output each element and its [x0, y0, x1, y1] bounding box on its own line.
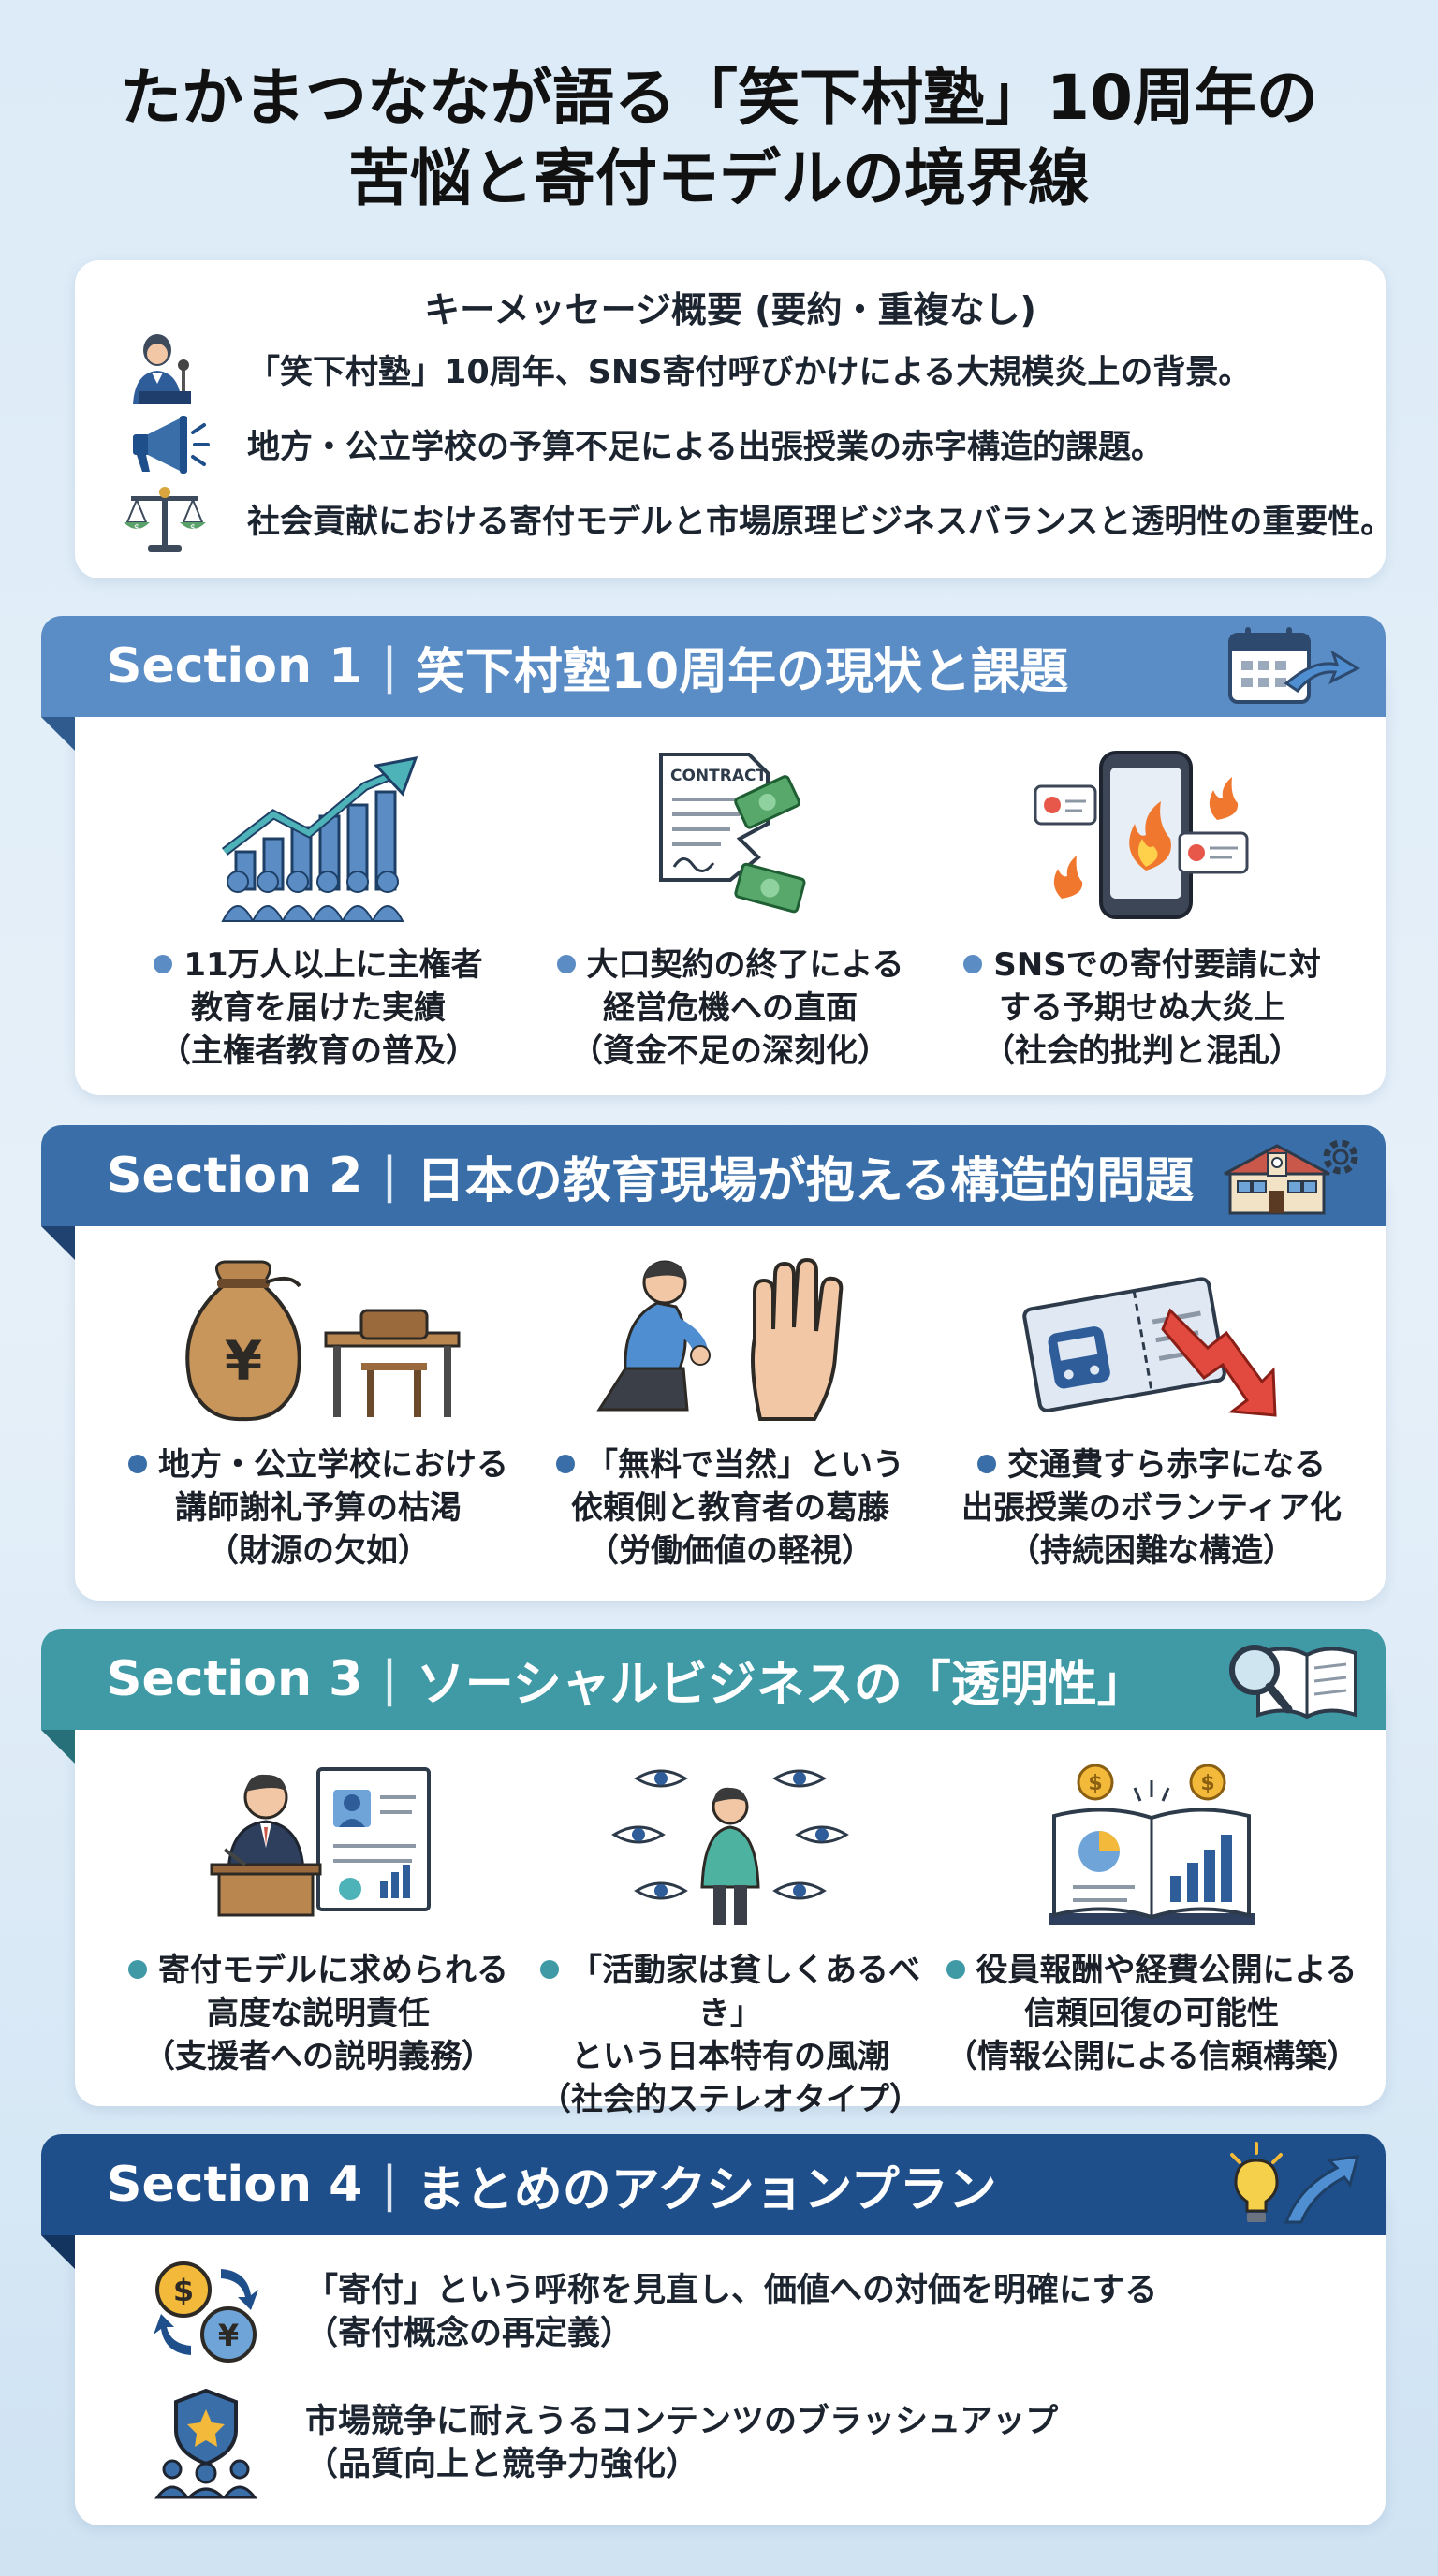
- section-1-label: Section 1: [107, 638, 363, 695]
- megaphone-icon: [133, 416, 210, 474]
- bullet-dot: [963, 955, 983, 973]
- section-2-item: 交通費すら赤字になる 出張授業のボランティア化 （持続困難な構造）: [946, 1254, 1357, 1573]
- page-title: たかまつななが語る「笑下村塾」10周年の 苦悩と寄付モデルの境界線: [0, 58, 1438, 219]
- bullet-dot: [128, 1960, 147, 1979]
- summary-heading: キーメッセージ概要 (要約・重複なし): [424, 289, 1036, 330]
- section-3-fold: [41, 1730, 75, 1764]
- svg-text:$: $: [190, 523, 196, 534]
- section-3-caption: 役員報酬や経費公開による 信頼回復の可能性 （情報公開による信頼構築）: [946, 1952, 1358, 2075]
- action-item: $ ¥ 「寄付」という呼称を見直し、価値への対価を明確にする （寄付概念の再定義…: [150, 2256, 1367, 2368]
- kneeling-hand-icon: [596, 1257, 844, 1421]
- section-4-banner: Section 4 | まとめのアクションプラン: [41, 2134, 1386, 2235]
- section-2-banner: Section 2 | 日本の教育現場が抱える構造的問題: [41, 1125, 1386, 1226]
- section-3-title: ソーシャルビジネスの「透明性」: [416, 1656, 1146, 1713]
- bullet-dot: [128, 1455, 147, 1473]
- open-book-chart-icon: $ $: [1049, 1764, 1255, 1925]
- summary-point-text: 社会貢献における寄付モデルと市場原理ビジネスバランスと透明性の重要性。: [247, 503, 1394, 541]
- summary-point: 地方・公立学校の予算不足による出張授業の赤字構造的課題。: [120, 406, 1374, 481]
- section-2-item: 「無料で当然」という 依頼側と教育者の葛藤 （労働価値の軽視）: [524, 1254, 936, 1573]
- section-3-caption: 「活動家は貧しくあるべき」 という日本特有の風潮 （社会的ステレオタイプ）: [539, 1952, 921, 2118]
- action-item: 市場競争に耐えうるコンテンツのブラッシュアップ （品質向上と競争力強化）: [150, 2387, 1367, 2499]
- growth-crowd-icon: [221, 756, 418, 922]
- section-1-fold: [41, 717, 75, 751]
- school-gear-icon: [1224, 1139, 1358, 1215]
- section-2-caption: 地方・公立学校における 講師謝礼予算の枯渇 （財源の欠如）: [112, 1443, 524, 1573]
- svg-text:CONTRACT: CONTRACT: [670, 767, 767, 785]
- bullet-dot: [977, 1455, 996, 1473]
- svg-text:$: $: [1200, 1772, 1214, 1795]
- lightbulb-arrow-icon: [1230, 2142, 1360, 2224]
- summary-point: 「笑下村塾」10周年、SNS寄付呼びかけによる大規模炎上の背景。: [120, 331, 1374, 406]
- action-text: 「寄付」という呼称を見直し、価値への対価を明確にする （寄付概念の再定義）: [305, 2272, 1158, 2352]
- magnifier-book-icon: [1229, 1645, 1357, 1720]
- currency-exchange-icon: $ ¥: [154, 2261, 258, 2363]
- bullet-dot: [556, 955, 576, 973]
- bullet-dot: [946, 1960, 965, 1979]
- svg-text:¥: ¥: [225, 1329, 262, 1393]
- svg-text:¥: ¥: [218, 2318, 239, 2353]
- section-3-item: 寄付モデルに求められる 高度な説明責任 （支援者への説明義務）: [112, 1760, 524, 2078]
- section-1-item: SNSでの寄付要請に対 する予期せぬ大炎上 （社会的批判と混乱）: [936, 749, 1348, 1073]
- section-4-title: まとめのアクションプラン: [416, 2161, 997, 2218]
- balance-scale-icon: $ $: [124, 487, 206, 552]
- title-line-1: たかまつななが語る「笑下村塾」10周年の: [120, 62, 1318, 134]
- section-2-label: Section 2: [107, 1148, 363, 1204]
- podium-report-icon: [210, 1767, 431, 1917]
- section-1-banner: Section 1 | 笑下村塾10周年の現状と課題: [41, 616, 1386, 717]
- phone-fire-icon: [1034, 751, 1249, 919]
- action-text: 市場競争に耐えうるコンテンツのブラッシュアップ （品質向上と競争力強化）: [305, 2403, 1059, 2483]
- summary-point: $ $ 社会貢献における寄付モデルと市場原理ビジネスバランスと透明性の重要性。: [120, 481, 1393, 556]
- bullet-dot: [556, 1455, 575, 1473]
- shield-team-icon: [154, 2388, 257, 2499]
- section-1-item: 11万人以上に主権者 教育を届けた実績 （主権者教育の普及）: [112, 749, 524, 1073]
- section-2-caption: 「無料で当然」という 依頼側と教育者の葛藤 （労働価値の軽視）: [524, 1443, 936, 1573]
- title-line-2: 苦悩と寄付モデルの境界線: [348, 142, 1090, 214]
- section-1-item: CONTRACT 大口契約の終了による 経営危機への直面 （資金不足の深刻化）: [524, 749, 936, 1073]
- section-2-caption: 交通費すら赤字になる 出張授業のボランティア化 （持続困難な構造）: [961, 1446, 1342, 1570]
- yen-bag-desk-icon: ¥: [185, 1260, 461, 1422]
- bullet-dot: [540, 1960, 559, 1979]
- section-4-fold: [41, 2235, 75, 2269]
- section-3-banner: Section 3 | ソーシャルビジネスの「透明性」: [41, 1629, 1386, 1730]
- summary-point-text: 地方・公立学校の予算不足による出張授業の赤字構造的課題。: [247, 428, 1164, 466]
- section-1-title: 笑下村塾10周年の現状と課題: [416, 643, 1069, 700]
- section-1-caption: 大口契約の終了による 経営危機への直面 （資金不足の深刻化）: [524, 944, 936, 1073]
- section-4-label: Section 4: [107, 2157, 363, 2213]
- section-1-caption: 11万人以上に主権者 教育を届けた実績 （主権者教育の普及）: [112, 944, 524, 1073]
- ticket-down-icon: [1022, 1277, 1277, 1417]
- section-2-title: 日本の教育現場が抱える構造的問題: [416, 1152, 1195, 1209]
- section-3-label: Section 3: [107, 1651, 363, 1707]
- speaker-woman-icon: [133, 334, 191, 404]
- section-3-item: 「活動家は貧しくあるべき」 という日本特有の風潮 （社会的ステレオタイプ）: [524, 1760, 936, 2121]
- svg-text:$: $: [134, 523, 139, 534]
- section-4-card: [75, 2179, 1386, 2525]
- section-2-fold: [41, 1226, 75, 1260]
- calendar-arrow-icon: [1228, 627, 1361, 704]
- section-1-caption: SNSでの寄付要請に対 する予期せぬ大炎上 （社会的批判と混乱）: [936, 944, 1348, 1073]
- summary-point-text: 「笑下村塾」10周年、SNS寄付呼びかけによる大規模炎上の背景。: [247, 353, 1252, 391]
- section-3-item: $ $ 役員報酬や経費公開による 信頼回復の可能性 （情報公開による信頼構築）: [946, 1760, 1358, 2078]
- torn-contract-icon: CONTRACT: [659, 753, 806, 914]
- section-3-caption: 寄付モデルに求められる 高度な説明責任 （支援者への説明義務）: [112, 1949, 524, 2078]
- bullet-dot: [154, 955, 173, 973]
- svg-text:$: $: [1088, 1772, 1102, 1795]
- watched-person-icon: [611, 1769, 849, 1925]
- section-2-item: ¥ 地方・公立学校における 講師謝礼予算の枯渇 （財源の欠如）: [112, 1254, 524, 1573]
- svg-text:$: $: [173, 2273, 194, 2308]
- summary-card: キーメッセージ概要 (要約・重複なし) 「笑下村塾」10周年、SNS寄付呼びかけ…: [75, 260, 1393, 578]
